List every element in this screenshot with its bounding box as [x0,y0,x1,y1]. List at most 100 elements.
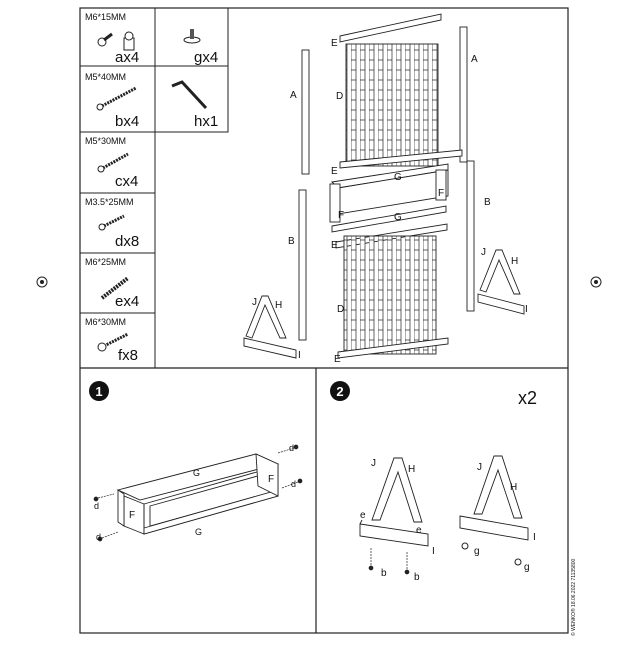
side-panel-f-left [329,183,341,223]
label-e-2: e [416,525,422,536]
label-e-1: e [360,510,366,521]
step-2-multiplier: x2 [518,388,537,408]
label-d-4: d [291,479,296,489]
label-g-upper: G [394,172,402,183]
step-2-badge [330,381,350,401]
part-a-cell: M6*15MM ax4 [85,12,139,66]
label-e-4: E [334,354,341,365]
label-j-left: J [371,458,376,469]
screw-icon [96,86,137,111]
part-d-size: M3.5*25MM [85,197,134,207]
step-1-number: 1 [95,384,102,399]
label-d-2: d [96,532,101,542]
part-a-qty: ax4 [115,49,139,66]
label-h-left: H [408,464,415,475]
sheet-border [79,7,569,634]
bolt-icon [97,32,113,47]
step-1-badge [89,381,109,401]
part-a-size: M6*15MM [85,12,126,22]
step-2: 2 x2 J H e e I b b J H I [330,381,537,583]
part-e-cell: M6*25MM ex4 [85,257,139,310]
label-j-left: J [252,297,257,308]
base-i [359,523,429,547]
label-g-bottom: G [195,527,202,537]
label-g-1: g [474,546,480,557]
part-h-cell: hx1 [171,80,218,130]
bolt-icon [97,332,129,352]
registration-mark-icon [590,276,602,288]
label-g-lower: G [394,212,402,223]
label-h-right: H [510,482,517,493]
part-c-qty: cx4 [115,173,138,190]
part-d-qty: dx8 [115,233,139,250]
label-f-right: F [268,474,274,485]
part-b-size: M5*40MM [85,72,126,82]
part-f-size: M6*30MM [85,317,126,327]
part-d-cell: M3.5*25MM dx8 [85,197,139,250]
slat-panel-upper [345,43,439,167]
label-i-right: I [525,304,528,315]
part-h-qty: hx1 [194,113,218,130]
rail-e-upper-bottom [339,149,463,169]
part-b-qty: bx4 [115,113,139,130]
label-b-1: b [381,568,387,579]
screw-b-group [368,548,410,575]
leg-assembly-right [459,455,529,541]
part-f-qty: fx8 [118,347,138,364]
label-j-right: J [477,462,482,473]
label-e-1: E [331,38,338,49]
base-i-left [243,337,297,359]
leg-frame-right [479,249,521,295]
box-assembly [116,453,280,535]
cam-nut-icon [123,31,135,51]
part-e-qty: ex4 [115,293,139,310]
part-g-qty: gx4 [194,49,218,66]
label-h-left: H [275,300,282,311]
label-i-right: I [533,532,536,543]
exploded-labels: A A B B D D E E E E F F G G H H I I J J [252,38,528,365]
label-b-2: b [414,572,420,583]
parts-table [79,7,229,369]
post-b-right [466,160,475,312]
label-d-1: d [94,501,99,511]
label-f-right: F [438,188,444,199]
leg-assembly-left [359,457,429,547]
label-a-right: A [471,54,478,65]
label-b-left: B [288,236,295,247]
screw-icon [97,152,129,173]
label-f-left: F [338,210,344,221]
screw-icon [98,214,125,231]
dowel-screw-icon [100,276,130,300]
label-d-upper: D [336,91,343,102]
part-g-cell: gx4 [183,29,218,66]
part-b-cell: M5*40MM bx4 [85,72,139,130]
rail-e-bottom [337,337,449,359]
part-c-size: M5*30MM [85,136,126,146]
label-j-right: J [481,247,486,258]
foot-glide-icon [183,29,201,44]
slat-panel-lower [343,235,437,355]
part-c-cell: M5*30MM cx4 [85,136,138,190]
side-panel-f-right [435,169,447,201]
label-a-left: A [290,90,297,101]
part-f-cell: M6*30MM fx8 [85,317,138,364]
exploded-view [243,13,525,359]
footer-copyright: © WENKO® 18.06.2022 71135800 [571,558,577,636]
allen-key-icon [171,80,208,110]
base-i-right [477,293,525,315]
label-f-left: F [129,510,135,521]
post-b-left [298,189,307,341]
step-1: 1 G G F F d d d d [89,381,303,542]
base-i [459,515,529,541]
leg-frame-left [245,295,287,339]
label-e-2: E [331,166,338,177]
foot-glide-group [461,542,522,566]
step-2-number: 2 [336,384,343,399]
label-e-3: E [331,240,338,251]
post-a-right [459,26,468,163]
rail-e-top [339,13,442,43]
shelf-g-bottom [331,205,447,233]
label-i-left: I [432,546,435,557]
